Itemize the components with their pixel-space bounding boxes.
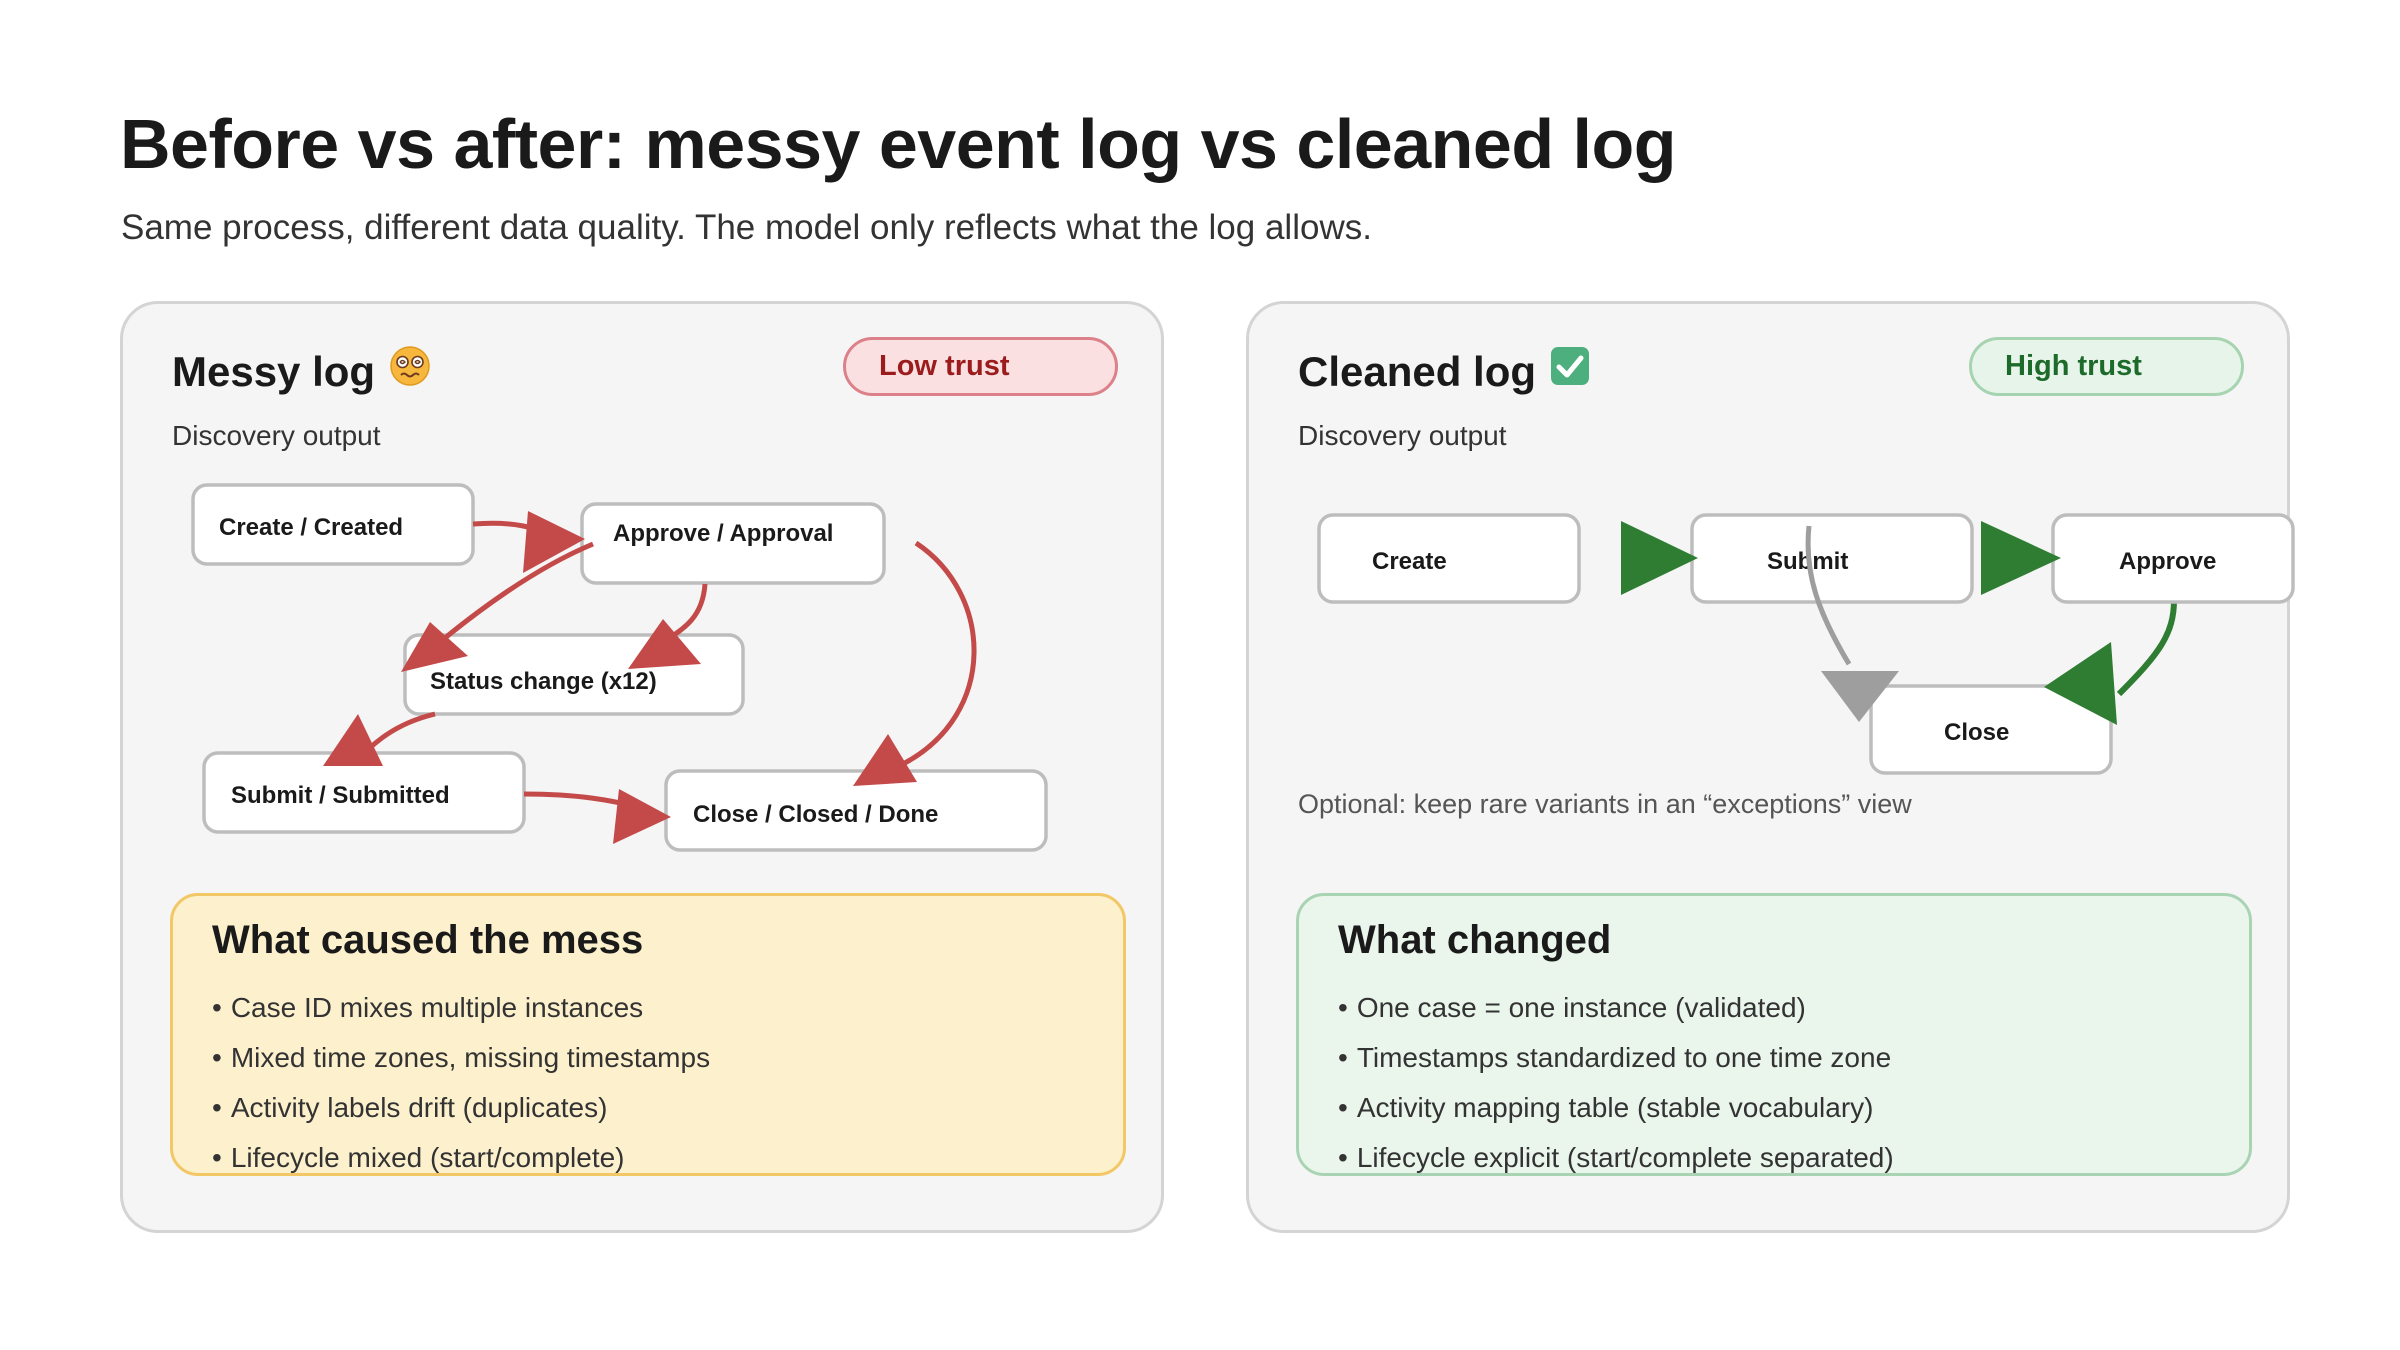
dizzy-face-icon (389, 345, 431, 397)
cleaned-log-subtitle: Discovery output (1298, 420, 1507, 451)
low-trust-badge: Low trust (843, 337, 1118, 396)
messy-log-panel: Messy log Discovery output Low trust Cre… (120, 301, 1164, 1233)
arrowhead-approve-status (628, 619, 701, 669)
node-approve-label: Approve (2119, 548, 2216, 575)
arrowhead-approve-status-change (401, 622, 468, 672)
arrowhead-create-submit (1621, 521, 1698, 595)
arrowhead-status-submit (323, 714, 383, 766)
messy-log-title: Messy log (172, 345, 431, 401)
node-approve: Approve (2051, 513, 2295, 604)
node-approve-approval-label: Approve / Approval (613, 520, 833, 547)
list-item: Case ID mixes multiple instances (212, 990, 710, 1040)
list-item: Activity labels drift (duplicates) (212, 1090, 710, 1140)
changes-list: One case = one instance (validated) Time… (1338, 990, 1894, 1173)
edge-approve-to-close (901, 540, 977, 767)
node-close-label: Close (1944, 719, 2009, 746)
mess-causes-card: What caused the mess Case ID mixes multi… (170, 893, 1126, 1176)
messy-log-subtitle: Discovery output (172, 420, 381, 451)
list-item: One case = one instance (validated) (1338, 990, 1894, 1040)
node-status-change-label: Status change (x12) (430, 668, 657, 695)
node-submit: Submit (1690, 513, 1974, 604)
node-create-created: Create / Created (191, 483, 475, 566)
messy-log-title-text: Messy log (172, 348, 376, 395)
mess-causes-title: What caused the mess (212, 918, 644, 962)
arrowhead-submit-close-optional (1821, 671, 1899, 722)
check-mark-button-icon (1550, 346, 1590, 396)
node-close-closed-done-label: Close / Closed / Done (693, 801, 938, 828)
page-subtitle: Same process, different data quality. Th… (121, 208, 1372, 247)
changes-title: What changed (1338, 918, 1612, 962)
arrowhead-create-approve (523, 511, 585, 573)
changes-card: What changed One case = one instance (va… (1296, 893, 2252, 1176)
edge-approve-to-close (2116, 599, 2177, 697)
arrowhead-submit-approve (1981, 521, 2061, 595)
node-create-label: Create (1372, 548, 1447, 575)
exceptions-note: Optional: keep rare variants in an “exce… (1298, 789, 1912, 819)
arrowhead-approve-close (853, 734, 917, 786)
messy-flow-diagram: Create / Created Approve / Approval Stat… (191, 483, 1048, 852)
arrowhead-approve-close (2044, 642, 2117, 725)
node-close-closed-done: Close / Closed / Done (664, 769, 1048, 852)
page-title: Before vs after: messy event log vs clea… (120, 105, 1677, 183)
cleaned-log-title-text: Cleaned log (1298, 348, 1537, 395)
mess-causes-list: Case ID mixes multiple instances Mixed t… (212, 990, 710, 1173)
list-item: Mixed time zones, missing timestamps (212, 1040, 710, 1090)
cleaned-flow-diagram: Create Submit Approve Close (1317, 513, 2295, 775)
node-submit-submitted: Submit / Submitted (202, 751, 526, 834)
node-approve-approval: Approve / Approval (580, 502, 886, 585)
arrowhead-submit-close (613, 789, 671, 844)
cleaned-log-panel: Cleaned log Discovery output High trust … (1246, 301, 2295, 1233)
node-close: Close (1869, 684, 2113, 775)
cleaned-log-title: Cleaned log (1298, 346, 1590, 400)
node-create-created-label: Create / Created (219, 514, 403, 541)
edge-submit-to-close-optional-overlay (1805, 525, 1852, 666)
high-trust-badge: High trust (1969, 337, 2244, 396)
node-submit-submitted-label: Submit / Submitted (231, 782, 450, 809)
list-item: Timestamps standardized to one time zone (1338, 1040, 1894, 1090)
list-item: Activity mapping table (stable vocabular… (1338, 1090, 1894, 1140)
list-item: Lifecycle explicit (start/complete separ… (1338, 1140, 1894, 1173)
node-create: Create (1317, 513, 1581, 604)
list-item: Lifecycle mixed (start/complete) (212, 1140, 710, 1173)
